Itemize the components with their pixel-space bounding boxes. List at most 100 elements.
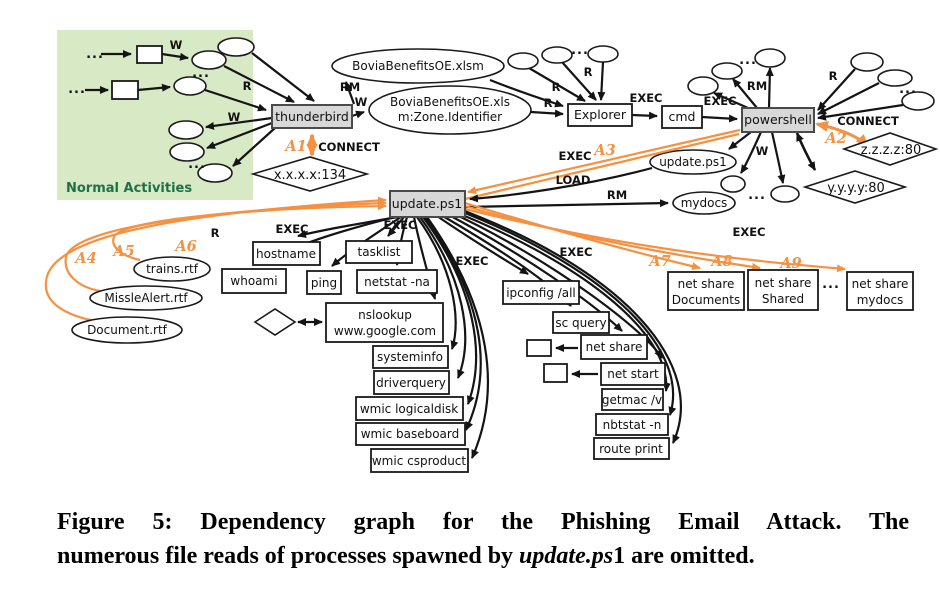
attack-label-a5: A5 [111,243,134,260]
edge-read [817,82,880,115]
cmd-net-share-label: net share [586,340,643,354]
cmd-whoami [221,268,287,294]
edge-write [728,131,752,150]
cmd-wmic-csproduct-label: wmic csproduct [372,454,467,468]
file-update-ps1-label: update.ps1 [659,155,727,169]
edge-connect [795,132,817,171]
edge-label-exec: EXEC [559,245,592,259]
file-ellipse-unnamed [191,50,227,70]
process-explorer-label: Explorer [574,107,627,122]
cmd-net-start [600,362,666,386]
rtf-read-edges [44,196,387,324]
file-document-rtf-label: Document.rtf [87,323,168,337]
cmd-wmic-baseboard [355,422,466,446]
caption-line2-pre: numerous file reads of processes spawned… [57,543,520,569]
cmd-netstat-label: netstat -na [364,275,430,289]
process-update-ps1 [389,190,466,218]
file-ellipse-unnamed [687,76,719,96]
edge [137,83,171,92]
file-zone-identifier-line1: BoviaBenefitsOE.xls [390,95,510,109]
cmd-whoami-label: whoami [230,274,277,288]
socket-x-label: x.x.x.x:134 [274,168,346,183]
ellipsis: ... [748,188,766,203]
edge-exec-a3 [467,128,741,195]
cmd-getmac [601,388,664,411]
process-explorer [567,103,633,127]
edge-exec [631,111,658,120]
edge-exec-a7 [464,201,701,271]
ellipsis: ... [188,157,206,172]
cmd-sc-query-label: sc query [555,316,606,330]
file-ellipse-unnamed [720,175,746,193]
attack-label-a7: A7 [647,253,670,270]
process-box-unnamed [111,80,139,100]
cmd-wmic-logicaldisk [355,396,464,421]
edge-read [528,67,586,102]
file-document-rtf [71,316,183,344]
figure-caption: Figure 5: Dependency graph for the Phish… [57,505,909,573]
edge-read [530,109,564,118]
cmd-net-start-label: net start [607,367,659,381]
file-ellipse-unnamed [173,76,207,96]
caption-line2: numerous file reads of processes spawned… [57,539,909,573]
cmd-ping [306,270,342,295]
process-box-unnamed [136,45,163,64]
cmd-net-share-documents [667,271,745,311]
cmd-wmic-logicaldisk-label: wmic logicaldisk [360,402,458,416]
cmd-driverquery [373,370,450,395]
edge-exec [701,114,738,123]
edge-label-exec: EXEC [383,218,416,232]
socket-diamond-unnamed [253,308,297,336]
ellipsis: ... [86,47,104,62]
cmd-ipconfig-label: ipconfig /all [506,286,576,300]
cmd-net-share-mydocs-line1: net share [852,277,909,291]
edge-read [597,61,606,101]
file-mydocs [672,191,736,215]
edge-label-rm: RM [340,80,360,94]
edge-label-load: LOAD [556,173,591,187]
edge-label-exec: EXEC [703,94,736,108]
process-cmd [661,105,703,129]
ellipsis: ... [739,53,757,68]
file-ellipse-unnamed [850,52,884,72]
attack-label-a8: A8 [709,253,732,270]
edge-exec [416,216,459,350]
edge-label-w: W [228,110,241,124]
cmd-nbtstat [595,413,669,436]
file-ellipse-unnamed [877,69,913,87]
file-bovia-xlsm-label: BoviaBenefitsOE.xlsm [352,59,484,73]
edge-read [817,68,856,111]
edge-rm [344,81,356,105]
ellipsis: ... [822,277,840,292]
edge-exec [419,216,467,379]
edge-rm [732,78,758,109]
cmd-net-share-documents-line1: net share [678,277,735,291]
socket-y-label: y.y.y.y:80 [827,181,885,196]
file-box-unnamed [526,339,552,357]
edge [223,65,295,103]
edge-exec [447,210,663,359]
edge-label-rm: RM [747,79,767,93]
cmd-net-share-shared [747,269,819,311]
edge-exec-a9 [464,207,846,273]
cmd-route-print-label: route print [599,442,663,456]
process-update-ps1-label: update.ps1 [392,196,462,211]
edge-label-connect: CONNECT [318,140,380,154]
edge-write [232,127,276,167]
file-ellipse-unnamed [168,120,204,140]
edge-read [817,103,904,121]
cmd-netstat [356,269,438,294]
attack-label-a2: A2 [823,130,846,147]
file-trains-rtf [133,256,211,282]
powershell-edges [713,67,904,184]
file-box-unnamed [543,363,568,383]
dependency-graph: Normal Activities ... ... ... ... W R W … [44,30,939,473]
edge-rm [765,67,774,109]
file-ellipse-unnamed [541,46,573,64]
attack-label-a9: A9 [778,255,801,272]
file-misslealert-rtf [89,285,203,311]
attack-label-a6: A6 [173,238,196,255]
edge-load [469,166,653,203]
edge-label-r: R [552,80,561,94]
